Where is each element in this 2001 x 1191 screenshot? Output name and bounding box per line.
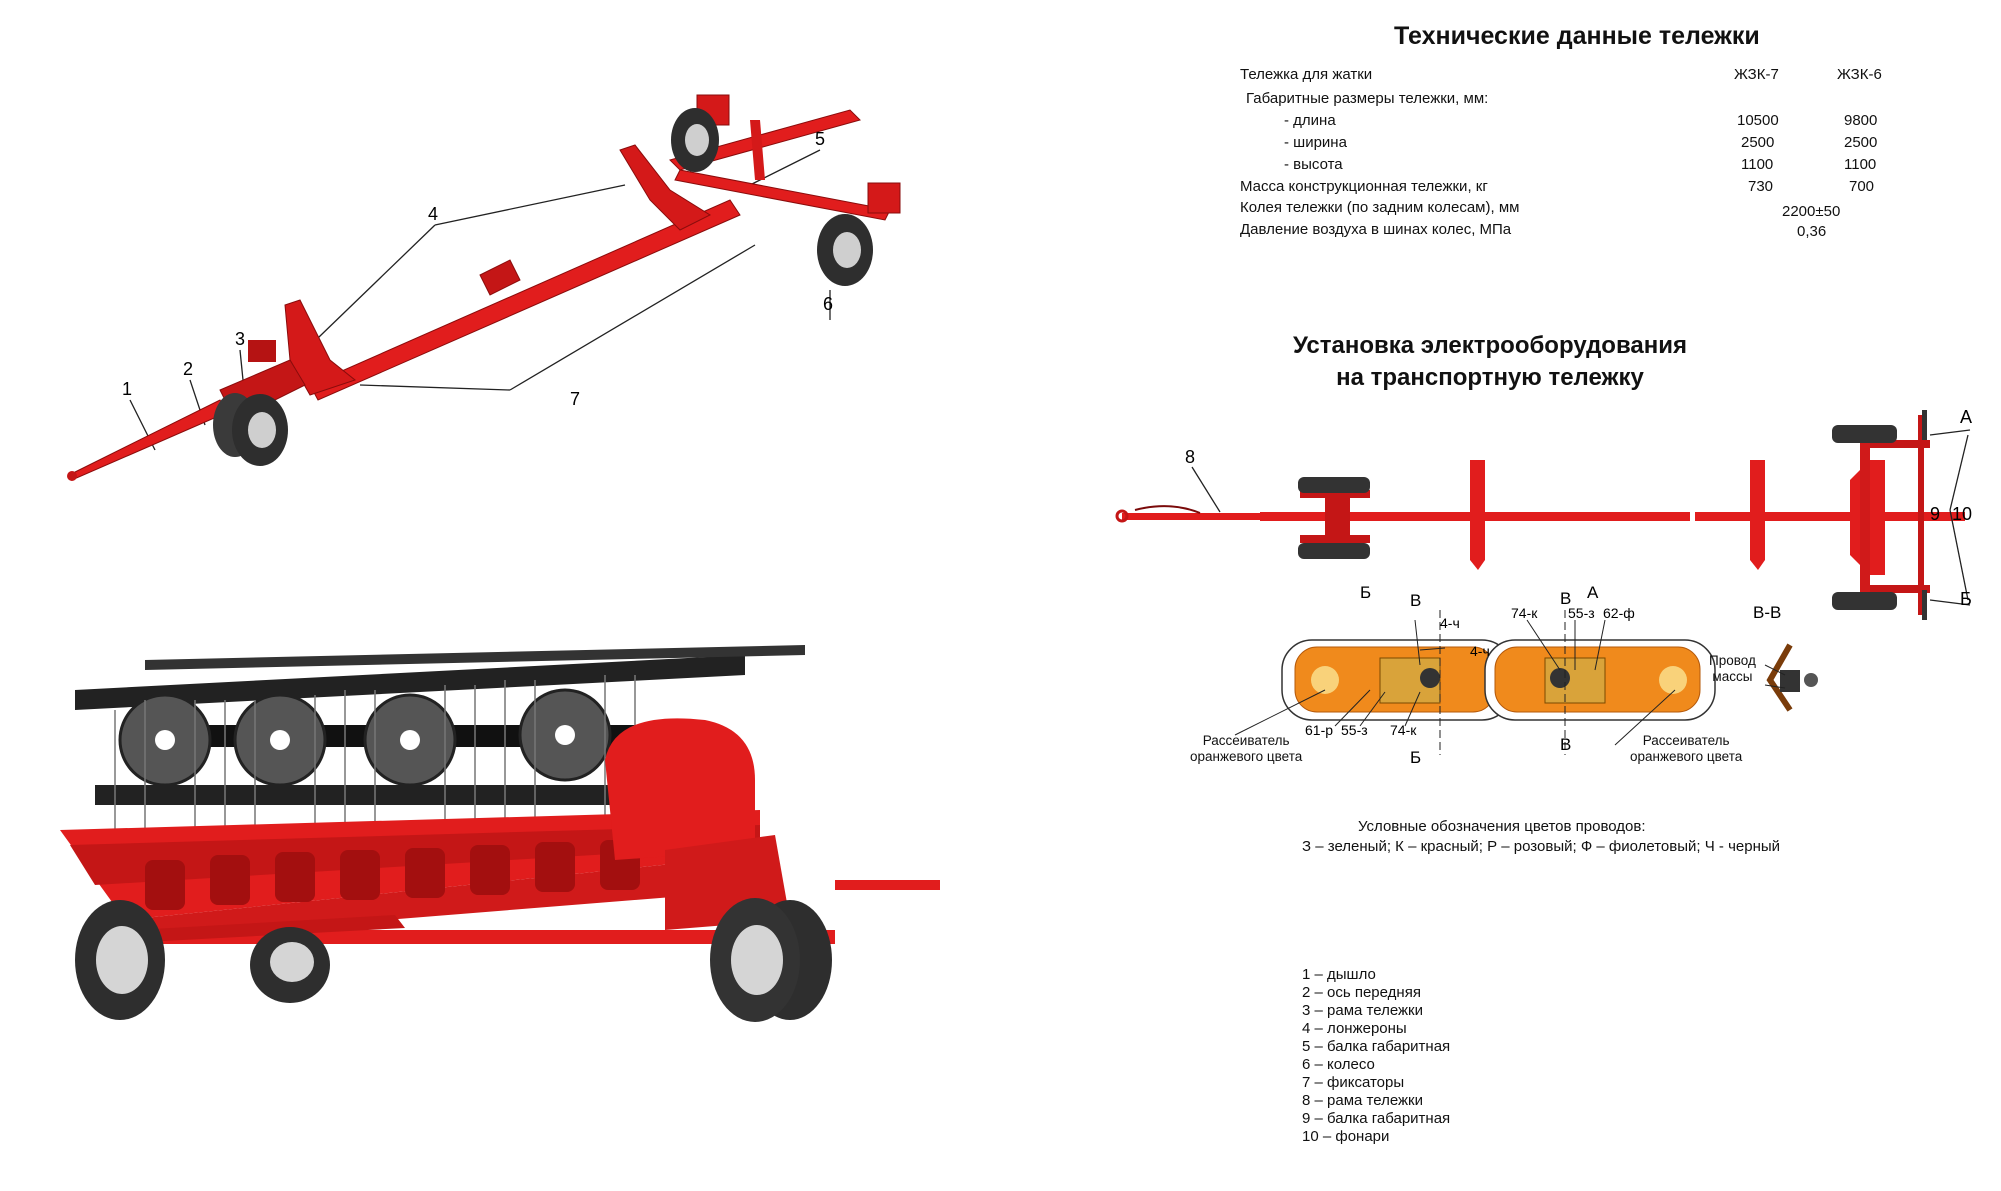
callout-2: 2	[183, 359, 193, 379]
tech-row-value: 2500	[1741, 134, 1775, 151]
top-view-wheels	[1298, 425, 1897, 610]
callout-6: 6	[823, 294, 833, 314]
callout-7: 7	[570, 389, 580, 409]
tech-row-label: Масса конструкционная тележки, кг	[1240, 178, 1488, 195]
tech-row-value: 9800	[1844, 112, 1878, 129]
callout-10: 10	[1952, 504, 1972, 524]
view-label-a: А	[1960, 407, 1972, 427]
lamp-right	[1484, 639, 1716, 721]
legend-item: 3 – рама тележки	[1302, 1002, 1423, 1019]
wire-label: 55-з	[1341, 722, 1368, 738]
tech-row-label: Габаритные размеры тележки, мм:	[1246, 90, 1489, 107]
tech-col1-header: ЖЗК-7	[1734, 66, 1779, 83]
legend-item: 5 – балка габаритная	[1302, 1038, 1451, 1055]
callout-3: 3	[235, 329, 245, 349]
header-trailer-wheels	[75, 898, 832, 1022]
callout-1: 1	[122, 379, 132, 399]
top-view-frame	[1115, 410, 1965, 620]
iso-leader-lines	[129, 149, 831, 451]
install-title-line2: на транспортную тележку	[1336, 364, 1644, 391]
tech-row-value: 2500	[1844, 134, 1878, 151]
wire-colors-text: З – зеленый; К – красный; Р – розовый; Ф…	[1302, 838, 1781, 855]
view-label-v: В	[1410, 591, 1421, 610]
header-on-trailer-drawing	[60, 645, 940, 1022]
view-label-b-bottom: Б	[1410, 748, 1421, 767]
tech-header-label: Тележка для жатки	[1240, 66, 1373, 83]
legend-item: 8 – рама тележки	[1302, 1092, 1423, 1109]
wire-label: 55-з	[1568, 605, 1595, 621]
legend-item: 2 – ось передняя	[1302, 984, 1421, 1001]
wire-label: 74-к	[1390, 722, 1417, 738]
wire-label: 61-р	[1305, 722, 1333, 738]
view-label-v: В	[1560, 589, 1571, 608]
tech-row-value: 700	[1849, 178, 1875, 195]
trailer-top-view-drawing: 8 9 10 А Б	[1115, 407, 1972, 620]
tech-row-value: 1100	[1844, 156, 1877, 173]
view-label-a-lamp: А	[1587, 583, 1599, 602]
lamp-labels: 4-ч 61-р 55-з 74-к 74-к 55-з 62-ф 4-ч В-…	[1305, 583, 1781, 767]
scatter-label-right: Рассеиватель оранжевого цвета	[1630, 733, 1743, 764]
tech-row-value: 730	[1748, 178, 1774, 195]
section-title: В-В	[1753, 603, 1781, 622]
legend-item: 9 – балка габаритная	[1302, 1110, 1451, 1127]
iso-callouts: 1 2 3 4 5 6 7	[122, 129, 833, 409]
lamp-detail-drawing: 4-ч 61-р 55-з 74-к 74-к 55-з 62-ф 4-ч В-…	[1234, 583, 1818, 767]
tech-row-value: 1100	[1741, 156, 1774, 173]
header-body	[60, 718, 790, 940]
tech-row-label: Давление воздуха в шинах колес, МПа	[1240, 221, 1512, 238]
callout-9: 9	[1930, 504, 1940, 524]
wire-label: 4-ч	[1440, 615, 1460, 631]
top-view-leaders	[1191, 429, 1971, 606]
iso-frame	[67, 94, 901, 481]
ground-wire-label: Провод массы	[1709, 653, 1756, 684]
tech-row-value: 10500	[1737, 112, 1779, 129]
tech-row-label: - ширина	[1284, 134, 1347, 151]
tech-data-title: Технические данные тележки	[1394, 22, 1760, 50]
install-title: Установка электрооборудования на транспо…	[1230, 330, 1750, 394]
wire-label: 74-к	[1511, 605, 1538, 621]
view-label-v-bottom: В	[1560, 735, 1571, 754]
tech-pressure-value: 0,36	[1797, 223, 1827, 240]
legend-item: 4 – лонжероны	[1302, 1020, 1407, 1037]
tech-row-label: - длина	[1284, 112, 1336, 129]
top-view-callouts: 8 9 10 А Б	[1185, 407, 1972, 609]
legend-item: 7 – фиксаторы	[1302, 1074, 1405, 1091]
tech-track-value: 2200±50	[1782, 203, 1841, 220]
legend-item: 6 – колесо	[1302, 1056, 1375, 1073]
wire-label: 4-ч	[1470, 643, 1490, 659]
legend-item: 10 – фонари	[1302, 1128, 1390, 1145]
trailer-isometric-drawing: 1 2 3 4 5 6 7	[67, 94, 901, 481]
lamp-leaders	[1234, 610, 1786, 755]
callout-8: 8	[1185, 447, 1195, 467]
tech-col2-header: ЖЗК-6	[1837, 66, 1882, 83]
view-label-b-left: Б	[1360, 583, 1371, 602]
iso-wheels	[213, 108, 873, 466]
scatter-label-left: Рассеиватель оранжевого цвета	[1190, 733, 1303, 764]
section-vv	[1766, 643, 1818, 712]
callout-4: 4	[428, 204, 438, 224]
install-title-line1: Установка электрооборудования	[1293, 332, 1687, 359]
legend-item: 1 – дышло	[1302, 966, 1376, 983]
parts-legend: 1 – дышло 2 – ось передняя 3 – рама теле…	[1302, 966, 1450, 1146]
tech-row-label: - высота	[1284, 156, 1343, 173]
tech-row-label: Колея тележки (по задним колесам), мм	[1240, 199, 1520, 216]
callout-5: 5	[815, 129, 825, 149]
view-label-b: Б	[1960, 589, 1972, 609]
wire-colors-title: Условные обозначения цветов проводов:	[1358, 818, 1646, 835]
wire-label: 62-ф	[1603, 605, 1635, 621]
